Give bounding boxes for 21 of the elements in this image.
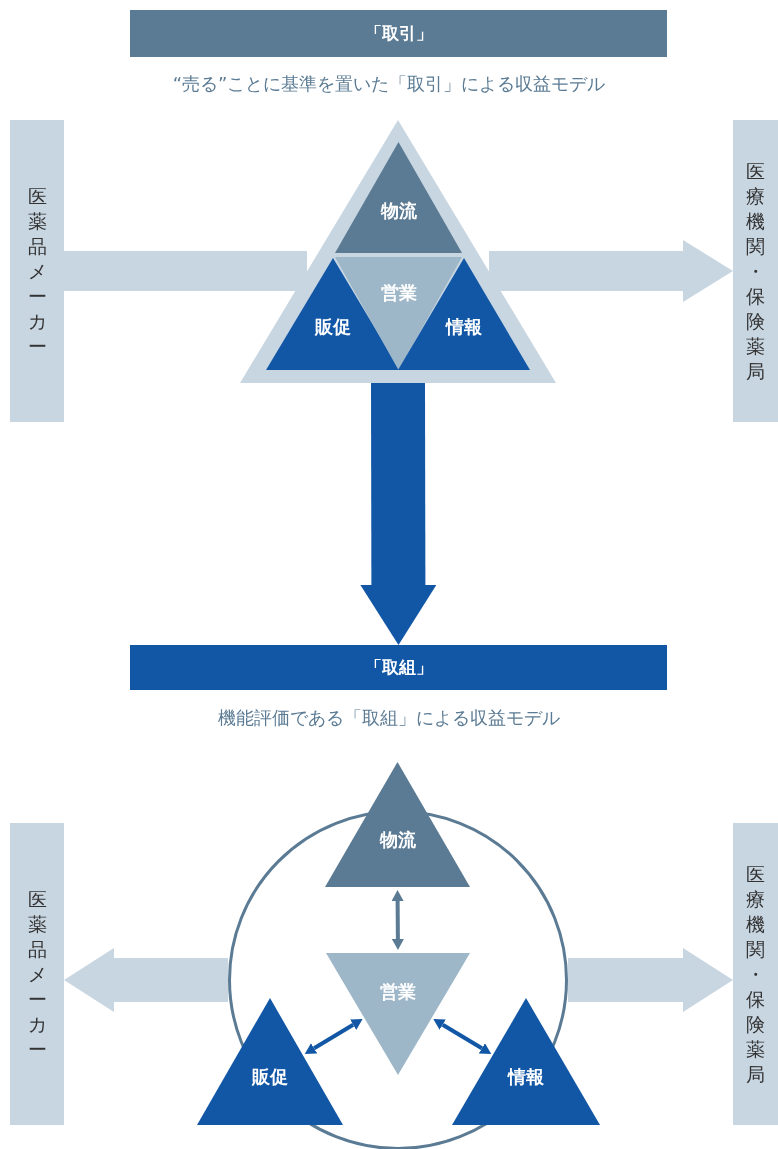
arrow — [360, 382, 437, 645]
arrow — [391, 890, 404, 950]
subtitle: “売る”ことに基準を置いた「取引」による収益モデル — [171, 72, 607, 96]
side-bar: 医薬品メーカー — [10, 120, 64, 422]
triangle-shape: 販促 — [197, 998, 343, 1125]
title-bar: 「取引」 — [130, 10, 667, 57]
side-bar: 医療機関・保険薬局 — [733, 823, 778, 1125]
side-bar: 医薬品メーカー — [10, 823, 64, 1125]
arrow — [433, 1019, 492, 1054]
triangle-shape: 物流 — [335, 142, 462, 253]
triangle-shape: 営業 — [326, 953, 470, 1075]
triangle-shape: 物流 — [325, 762, 470, 887]
arrow — [304, 1019, 363, 1054]
triangle-frame — [240, 120, 556, 383]
side-bar: 医療機関・保険薬局 — [733, 120, 778, 422]
subtitle: 機能評価である「取組」による収益モデル — [217, 706, 561, 730]
arrow — [64, 948, 228, 1013]
arrow — [489, 240, 733, 302]
title-bar: 「取組」 — [130, 645, 667, 690]
triangle-shape: 情報 — [452, 998, 600, 1125]
arrow — [568, 948, 733, 1013]
